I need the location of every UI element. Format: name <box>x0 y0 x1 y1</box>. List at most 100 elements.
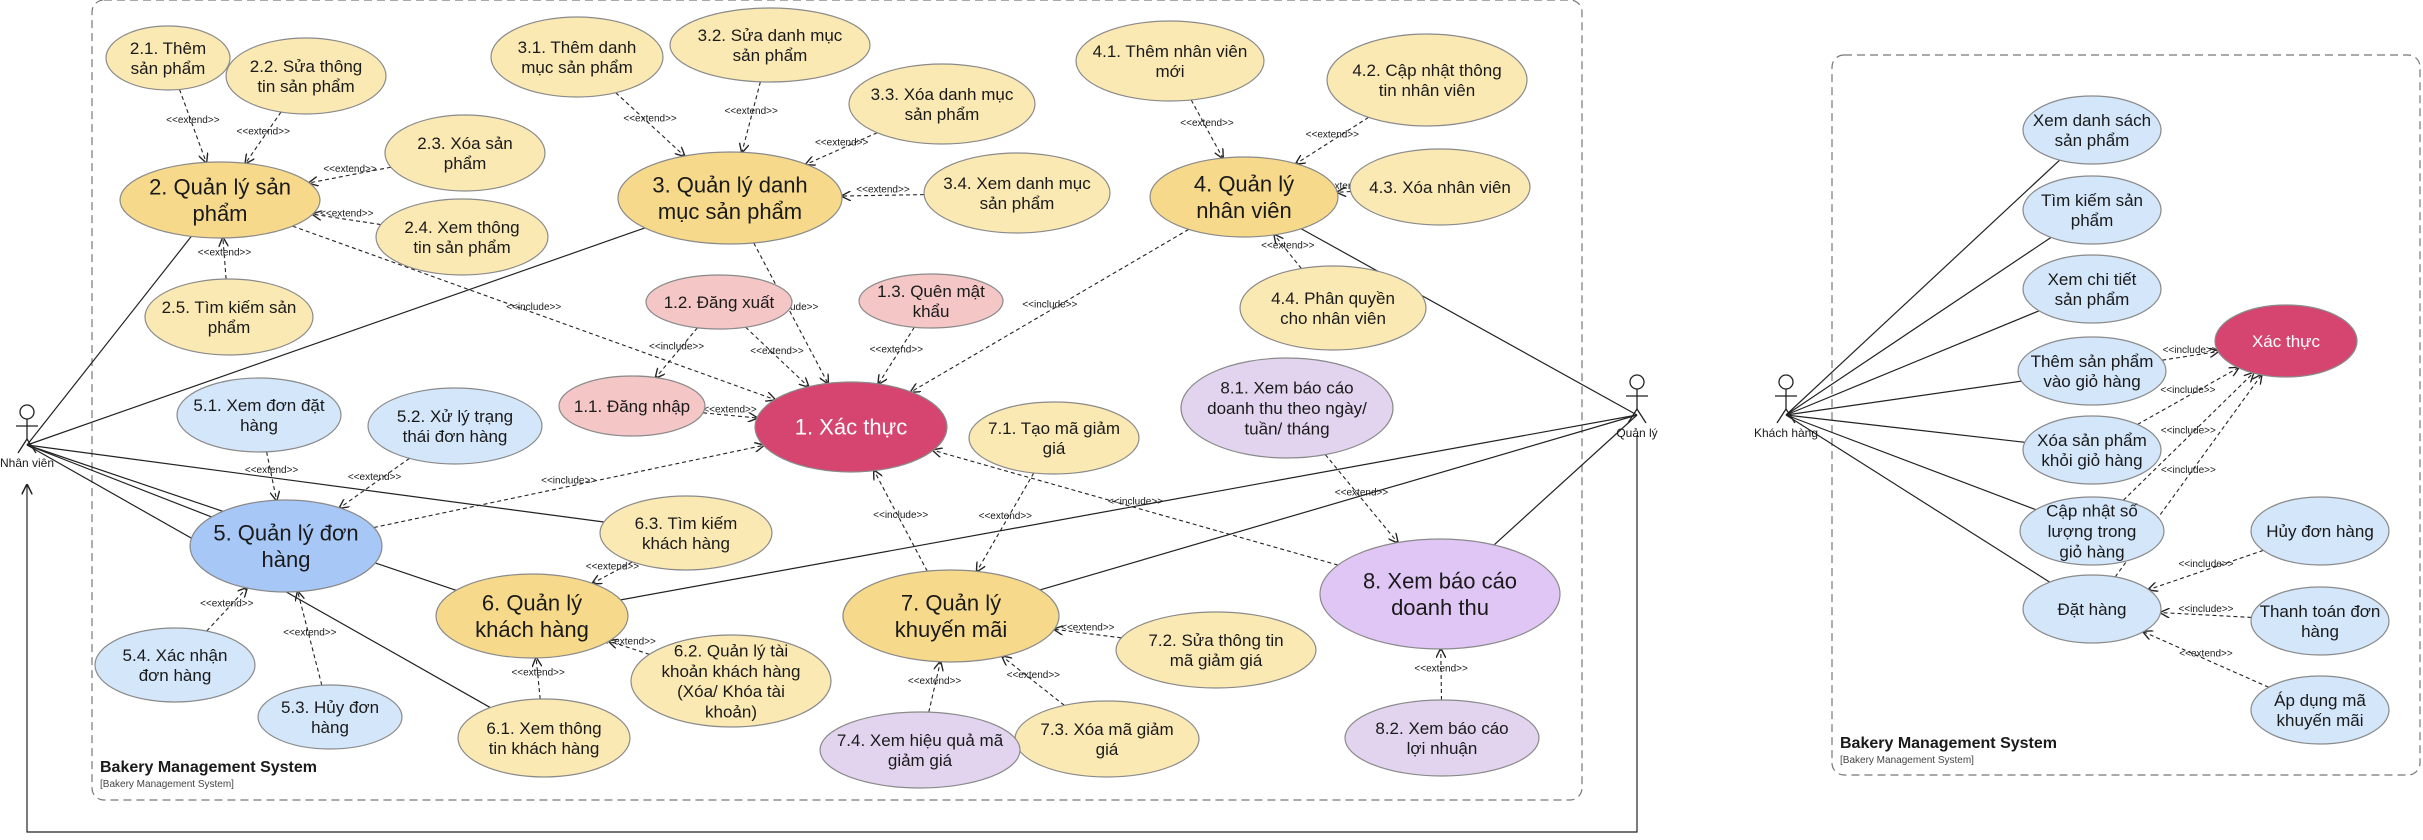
use-case-ellipse[interactable] <box>144 278 314 356</box>
use-case-uc43[interactable]: 4.3. Xóa nhân viên <box>1349 148 1531 226</box>
actor-nhan-vien[interactable]: Nhân viên <box>0 404 54 470</box>
use-case-uc1[interactable]: 1. Xác thực <box>754 381 948 473</box>
use-case-kdat[interactable]: Đặt hàng <box>2022 574 2162 644</box>
use-case-ellipse[interactable] <box>490 16 664 98</box>
use-case-ellipse[interactable] <box>1239 265 1427 351</box>
use-case-uc12[interactable]: 1.2. Đăng xuất <box>645 274 793 330</box>
use-case-ellipse[interactable] <box>2250 675 2390 745</box>
use-case-ellipse[interactable] <box>384 114 546 192</box>
use-case-ellipse[interactable] <box>1149 156 1339 238</box>
use-case-ellipse[interactable] <box>645 274 793 330</box>
use-case-ellipse[interactable] <box>2250 496 2390 566</box>
use-case-uc11[interactable]: 1.1. Đăng nhập <box>558 375 706 437</box>
use-case-ellipse[interactable] <box>819 711 1021 789</box>
use-case-ellipse[interactable] <box>858 273 1004 329</box>
use-case-ellipse[interactable] <box>367 387 543 465</box>
use-case-ellipse[interactable] <box>375 198 549 276</box>
use-case-ellipse[interactable] <box>94 627 256 703</box>
use-case-ellipse[interactable] <box>1180 357 1394 459</box>
use-case-ellipse[interactable] <box>754 381 948 473</box>
use-case-ellipse[interactable] <box>1014 700 1200 778</box>
use-case-ellipse[interactable] <box>2019 496 2165 566</box>
use-case-ellipse[interactable] <box>669 7 871 83</box>
use-case-ellipse[interactable] <box>189 499 383 593</box>
use-case-ellipse[interactable] <box>457 698 631 778</box>
use-case-ellipse[interactable] <box>1319 538 1561 650</box>
actor-quan-ly[interactable]: Quản lý <box>1616 374 1658 440</box>
use-case-ellipse[interactable] <box>2022 175 2162 245</box>
use-case-ellipse[interactable] <box>225 37 387 115</box>
use-case-khuy[interactable]: Hủy đơn hàng <box>2250 496 2390 566</box>
use-case-ellipse[interactable] <box>2022 254 2162 324</box>
use-case-ellipse[interactable] <box>1326 33 1528 127</box>
use-case-ellipse[interactable] <box>848 63 1036 145</box>
use-case-ellipse[interactable] <box>105 25 231 91</box>
use-case-ellipse[interactable] <box>2017 336 2167 406</box>
use-case-ellipse[interactable] <box>119 161 321 239</box>
actor-khach-hang[interactable]: Khách hàng <box>1754 374 1818 440</box>
use-case-ellipse[interactable] <box>1344 699 1540 777</box>
use-case-ellipse[interactable] <box>558 375 706 437</box>
use-case-kxt[interactable]: Xác thực <box>2214 304 2358 378</box>
use-case-ellipse[interactable] <box>2022 95 2162 165</box>
use-case-ellipse[interactable] <box>2250 586 2390 656</box>
use-case-ellipse[interactable] <box>2022 574 2162 644</box>
use-case-ellipse[interactable] <box>968 401 1140 475</box>
use-case-ellipse[interactable] <box>630 634 832 728</box>
use-case-ellipse[interactable] <box>1115 611 1317 689</box>
use-case-ellipse[interactable] <box>842 569 1060 663</box>
use-case-ellipse[interactable] <box>176 377 342 453</box>
use-case-ellipse[interactable] <box>617 151 843 245</box>
use-case-ellipse[interactable] <box>923 152 1111 234</box>
use-case-ellipse[interactable] <box>599 495 773 571</box>
use-case-ellipse[interactable] <box>257 684 403 750</box>
use-case-ellipse[interactable] <box>2022 415 2162 485</box>
use-case-ellipse[interactable] <box>1075 20 1265 102</box>
use-case-ellipse[interactable] <box>435 573 629 659</box>
use-case-ellipse[interactable] <box>2214 304 2358 378</box>
use-case-ellipse[interactable] <box>1349 148 1531 226</box>
